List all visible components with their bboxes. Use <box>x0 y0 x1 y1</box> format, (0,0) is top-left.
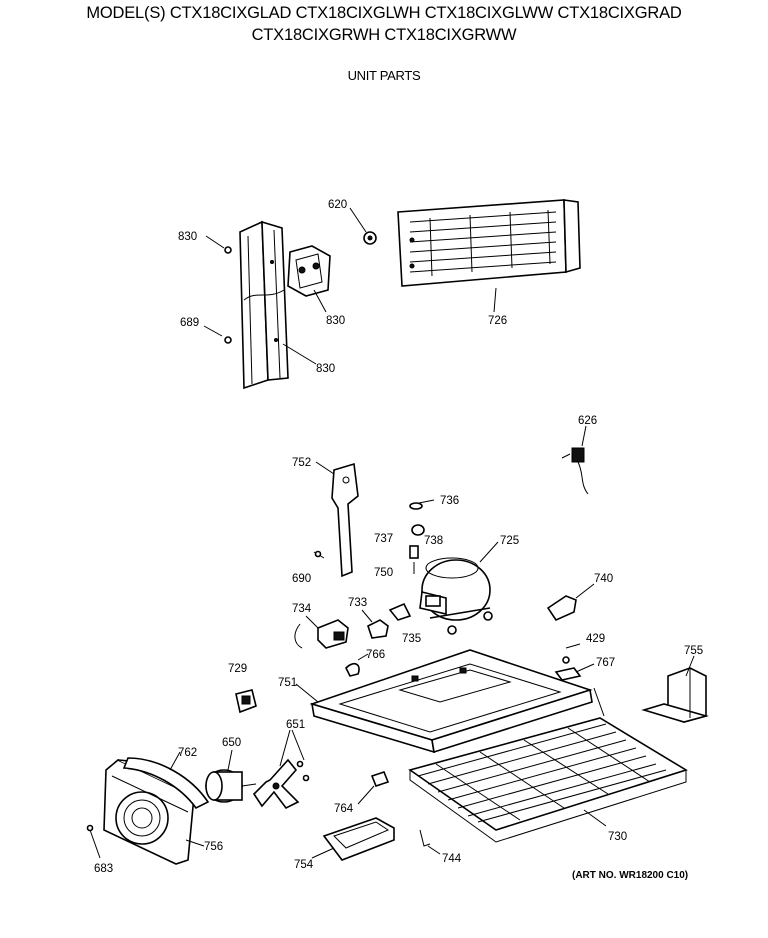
compressor-part <box>419 541 499 635</box>
clip-740-part <box>546 583 595 622</box>
callout-label: 764 <box>334 803 354 815</box>
callout-label: 689 <box>180 317 199 329</box>
model-line-1: MODEL(S) CTX18CIXGLAD CTX18CIXGLWH CTX18… <box>86 4 682 22</box>
callout-label: 751 <box>278 677 297 689</box>
relay-bracket-part <box>287 245 331 313</box>
callout-label: 735 <box>402 633 421 645</box>
screw-683-part <box>86 824 101 859</box>
condenser-coil-part <box>408 687 688 843</box>
callout-label: 750 <box>374 567 393 579</box>
channel-bracket-part <box>239 220 289 390</box>
callout-label: 729 <box>228 663 247 675</box>
callout-label: 651 <box>286 719 305 731</box>
screw-429-part <box>554 643 595 681</box>
section-title: UNIT PARTS <box>347 68 421 83</box>
screw-part <box>203 235 232 344</box>
callout-label: 830 <box>316 363 335 375</box>
overload-relay-part <box>294 615 349 649</box>
clip-764-part <box>357 771 390 805</box>
callout-label: 830 <box>326 315 345 327</box>
grommet-part <box>349 207 377 245</box>
callout-label: 650 <box>222 737 241 749</box>
callout-label: 733 <box>348 597 367 609</box>
clip-744-part <box>419 829 441 855</box>
clip-735-part <box>388 602 412 621</box>
callout-label: 756 <box>204 841 223 853</box>
terminal-729-part <box>235 689 257 714</box>
callout-label: 726 <box>488 315 507 327</box>
fan-blade-part <box>252 729 310 810</box>
capacitor-733-part <box>361 609 389 639</box>
drain-pan-part <box>311 817 395 861</box>
fan-motor-part <box>205 749 257 803</box>
callout-label: 762 <box>178 747 197 759</box>
harness-part <box>561 425 589 495</box>
callout-label: 429 <box>586 633 605 645</box>
grommet-stack-part <box>409 499 435 574</box>
callout-label: 740 <box>594 573 613 585</box>
fan-shroud-part <box>103 751 210 865</box>
callout-label: 736 <box>440 495 459 507</box>
callout-label: 752 <box>292 457 311 469</box>
callout-label: 830 <box>178 231 197 243</box>
art-number: (ART NO. WR18200 C10) <box>572 870 689 881</box>
mount-bracket-part <box>315 461 359 578</box>
callout-label: 683 <box>94 863 113 875</box>
callout-label: 626 <box>578 415 597 427</box>
callout-label: 730 <box>608 831 627 843</box>
callout-label: 767 <box>596 657 615 669</box>
base-pan-part <box>295 649 593 754</box>
screw-690-part <box>313 550 325 559</box>
condenser-part <box>397 199 581 287</box>
callout-label: 737 <box>374 533 393 545</box>
callout-label: 734 <box>292 603 312 615</box>
callout-label: 744 <box>442 853 462 865</box>
callout-label: 754 <box>294 859 314 871</box>
callout-label: 738 <box>424 535 443 547</box>
clip-766-part <box>345 653 369 677</box>
callout-label: 755 <box>684 645 703 657</box>
corner-bracket-part <box>641 655 709 723</box>
callout-label: 725 <box>500 535 519 547</box>
model-line-2: CTX18CIXGRWH CTX18CIXGRWW <box>251 26 517 44</box>
callout-label: 620 <box>328 199 347 211</box>
callout-label: 690 <box>292 573 311 585</box>
callout-label: 766 <box>366 649 385 661</box>
